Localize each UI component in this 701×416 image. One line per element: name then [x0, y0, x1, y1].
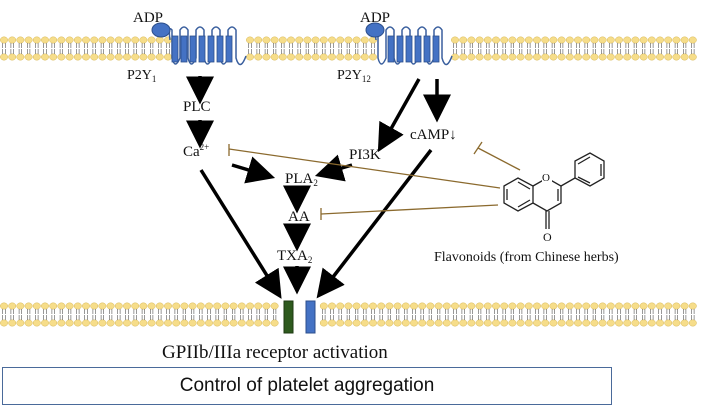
plc-label: PLC	[183, 99, 211, 115]
adp-ball-right	[365, 22, 385, 38]
pi3k-label: PI3K	[349, 147, 381, 163]
gpiib-label: GPIIb/IIIa receptor activation	[162, 342, 388, 363]
inhibit-ca	[228, 148, 501, 189]
flavone-ring-oxygen: O	[542, 172, 550, 184]
adp-left-label: ADP	[133, 10, 163, 26]
bottom-membrane	[0, 302, 697, 327]
p2y1-label: P2Y1	[127, 68, 156, 84]
flavone-structure-icon	[503, 152, 605, 229]
caption-box: Control of platelet aggregation	[2, 367, 612, 405]
arrow-ca-pla2	[231, 156, 276, 184]
flavone-keto-oxygen: O	[543, 230, 552, 244]
adp-right-label: ADP	[360, 10, 390, 26]
p2y12-label: P2Y12	[337, 68, 371, 84]
activation-arrows	[186, 76, 451, 299]
adp-ball-left	[151, 22, 171, 38]
inhibition-lines	[228, 141, 521, 220]
caption-text: Control of platelet aggregation	[179, 375, 435, 396]
arrow-camp-gpiib	[316, 148, 433, 299]
top-membrane	[0, 36, 697, 61]
arrow-p2y12-pi3k	[377, 78, 421, 153]
inhibit-camp	[477, 147, 521, 171]
ca-label: Ca2+	[183, 142, 209, 160]
pla2-label: PLA2	[285, 171, 318, 188]
gpiib-receptor-right	[305, 300, 316, 334]
flavonoids-label: Flavonoids (from Chinese herbs)	[434, 250, 619, 265]
inhibit-aa	[320, 204, 499, 215]
gpiib-receptor-left	[283, 300, 294, 334]
camp-label: cAMP↓	[410, 127, 457, 143]
aa-label: AA	[288, 209, 310, 225]
txa2-label: TXA2	[277, 248, 312, 265]
p2y1-receptor	[168, 26, 247, 66]
p2y12-receptor	[374, 26, 453, 66]
arrow-ca-gpiib	[199, 169, 282, 299]
